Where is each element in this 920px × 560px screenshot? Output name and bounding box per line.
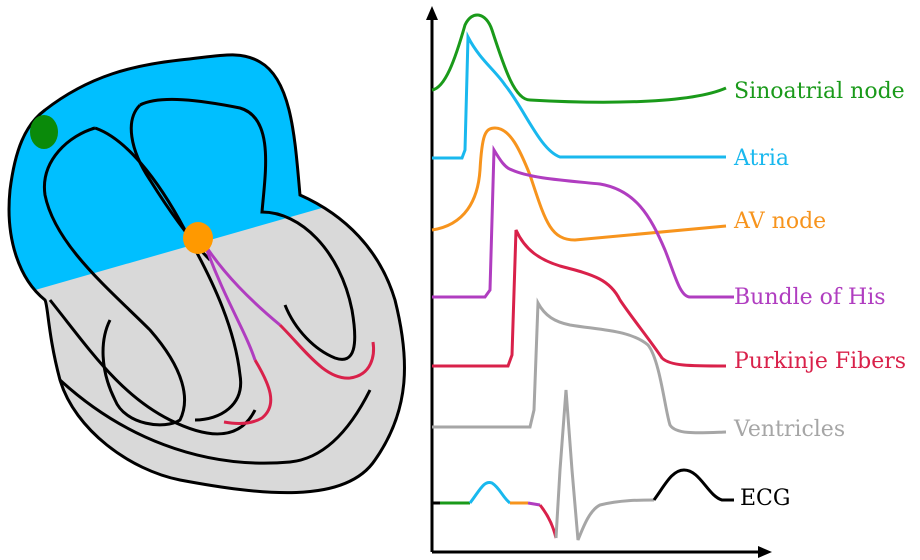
left-chamber-outer — [42, 126, 187, 427]
right-chamber-outer — [139, 97, 357, 361]
bundle-of-his-path-2 — [203, 244, 257, 361]
trace-av-node — [431, 126, 727, 242]
heart-illustration — [7, 53, 406, 495]
traces — [431, 13, 734, 541]
label-ventricles: Ventricles — [733, 417, 845, 442]
label-bundle-of-his: Bundle of His — [734, 285, 886, 310]
trace-bundle-of-his — [432, 144, 734, 299]
trace-purkinje — [432, 229, 727, 368]
bundle-of-his-path — [203, 244, 281, 327]
trace-ventricles — [432, 297, 727, 435]
purkinje-path-right — [278, 323, 375, 380]
purkinje-path-left — [223, 359, 273, 425]
ecg-segment-purkinje — [538, 504, 558, 539]
label-atria: Atria — [733, 146, 789, 171]
heart-outline — [7, 53, 406, 495]
label-purkinje-fibers: Purkinje Fibers — [734, 349, 906, 374]
ecg-segment-t-wave — [652, 468, 734, 502]
trace-labels: Sinoatrial node Atria AV node Bundle of … — [733, 79, 906, 511]
label-av-node: AV node — [733, 209, 826, 234]
x-axis-arrow — [758, 546, 772, 558]
trace-atria — [432, 31, 726, 160]
av-node — [183, 222, 213, 254]
ecg-segment-p-wave — [468, 480, 511, 505]
inner-ventricle-line — [58, 378, 372, 465]
ecg-segment-his — [527, 501, 541, 507]
y-axis-arrow — [426, 6, 438, 20]
sinoatrial-node — [30, 115, 58, 149]
septum-line — [48, 299, 257, 436]
axes — [426, 6, 772, 558]
label-sinoatrial-node: Sinoatrial node — [734, 79, 905, 104]
ecg-segment-qrs — [554, 389, 655, 541]
trace-sinoatrial-node — [431, 13, 727, 104]
label-ecg: ECG — [740, 486, 790, 511]
